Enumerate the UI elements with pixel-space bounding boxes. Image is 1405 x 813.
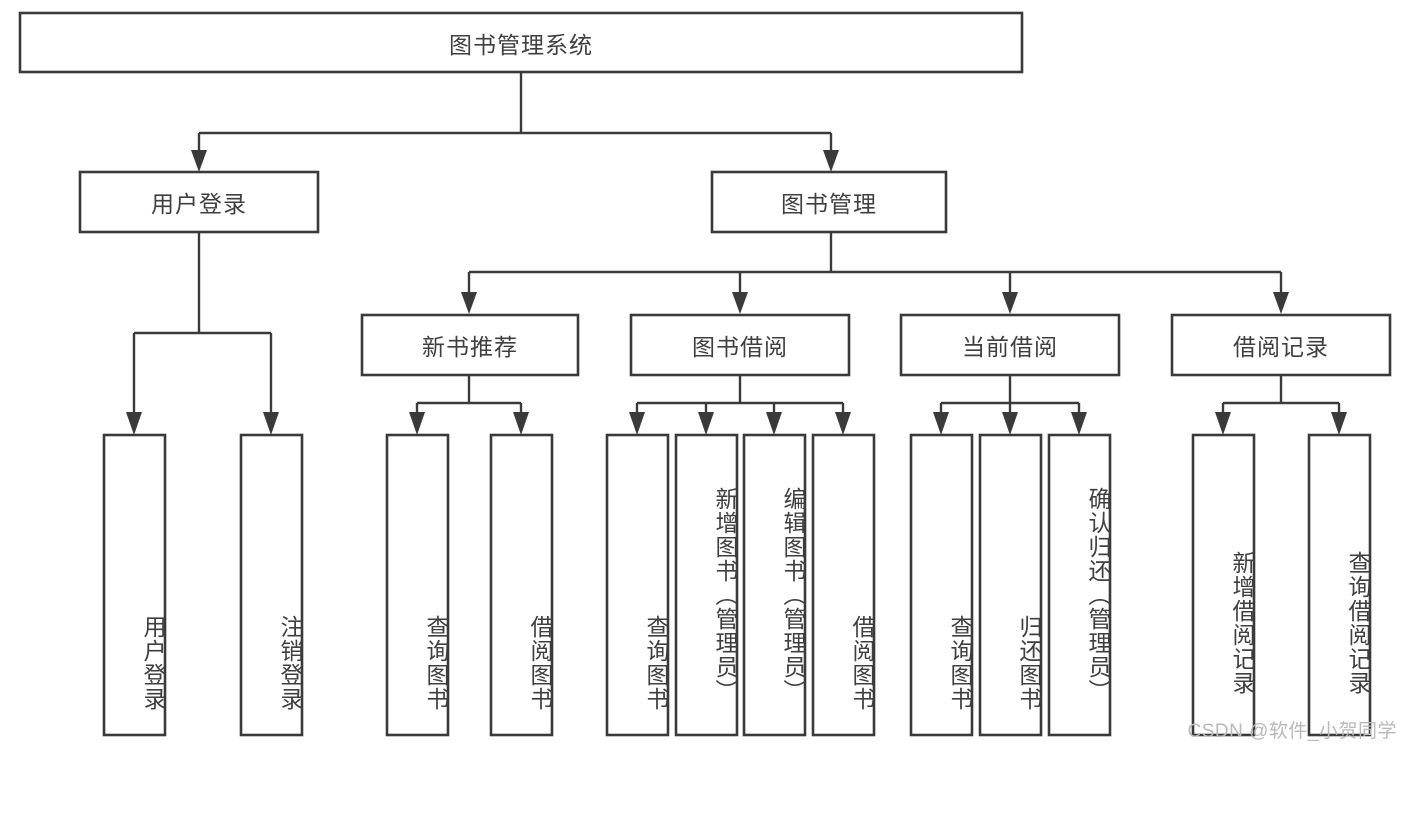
arrow-leaf-edit-book (766, 412, 782, 435)
arrow-leaf-query-book-2 (629, 412, 645, 435)
node-leaf-user-login[interactable] (102, 433, 167, 737)
node-book-management[interactable] (710, 170, 948, 234)
arrow-to-book-borrow (732, 292, 748, 314)
node-root[interactable] (18, 11, 1024, 74)
arrow-leaf-add-record (1215, 412, 1231, 435)
arrow-leaf-logout-login (263, 412, 279, 435)
node-leaf-return-book[interactable] (978, 433, 1043, 737)
arrow-leaf-add-book (698, 412, 714, 435)
arrow-to-current-borrow (1002, 292, 1018, 314)
node-current-borrow[interactable] (899, 313, 1121, 377)
node-user-login[interactable] (78, 170, 320, 234)
node-leaf-query-book-2[interactable] (605, 433, 670, 737)
node-new-book-recommend[interactable] (360, 313, 580, 377)
node-leaf-confirm-return[interactable] (1047, 433, 1112, 737)
node-layer (18, 11, 1392, 737)
arrow-leaf-borrow-book-1 (513, 412, 529, 435)
node-leaf-borrow-book-2[interactable] (811, 433, 876, 737)
node-leaf-query-book-1[interactable] (385, 433, 450, 737)
node-leaf-query-record[interactable] (1307, 433, 1372, 737)
arrow-to-borrow-record (1273, 292, 1289, 314)
node-leaf-logout-login[interactable] (239, 433, 304, 737)
arrow-leaf-query-record (1331, 412, 1347, 435)
arrow-leaf-user-login (126, 412, 142, 435)
arrow-leaf-return-book (1002, 412, 1018, 435)
arrow-to-user-login (191, 150, 207, 172)
node-leaf-add-record[interactable] (1191, 433, 1256, 737)
arrow-to-new-book-recommend (461, 292, 477, 314)
node-leaf-add-book[interactable] (674, 433, 739, 737)
node-borrow-record[interactable] (1170, 313, 1392, 377)
arrow-to-book-management (823, 150, 839, 172)
edge-layer (126, 72, 1347, 435)
arrow-leaf-query-book-3 (933, 412, 949, 435)
arrow-leaf-confirm-return (1071, 412, 1087, 435)
flowchart-canvas: 图书管理系统 用户登录 图书管理 新书推荐 图书借阅 当前借阅 借阅记录 用户登… (18, 11, 1396, 742)
node-leaf-edit-book[interactable] (742, 433, 807, 737)
arrow-leaf-query-book-1 (409, 412, 425, 435)
node-book-borrow[interactable] (629, 313, 851, 377)
node-leaf-query-book-3[interactable] (909, 433, 974, 737)
arrow-leaf-borrow-book-2 (835, 412, 851, 435)
node-leaf-borrow-book-1[interactable] (489, 433, 554, 737)
flowchart-svg (18, 11, 1392, 737)
